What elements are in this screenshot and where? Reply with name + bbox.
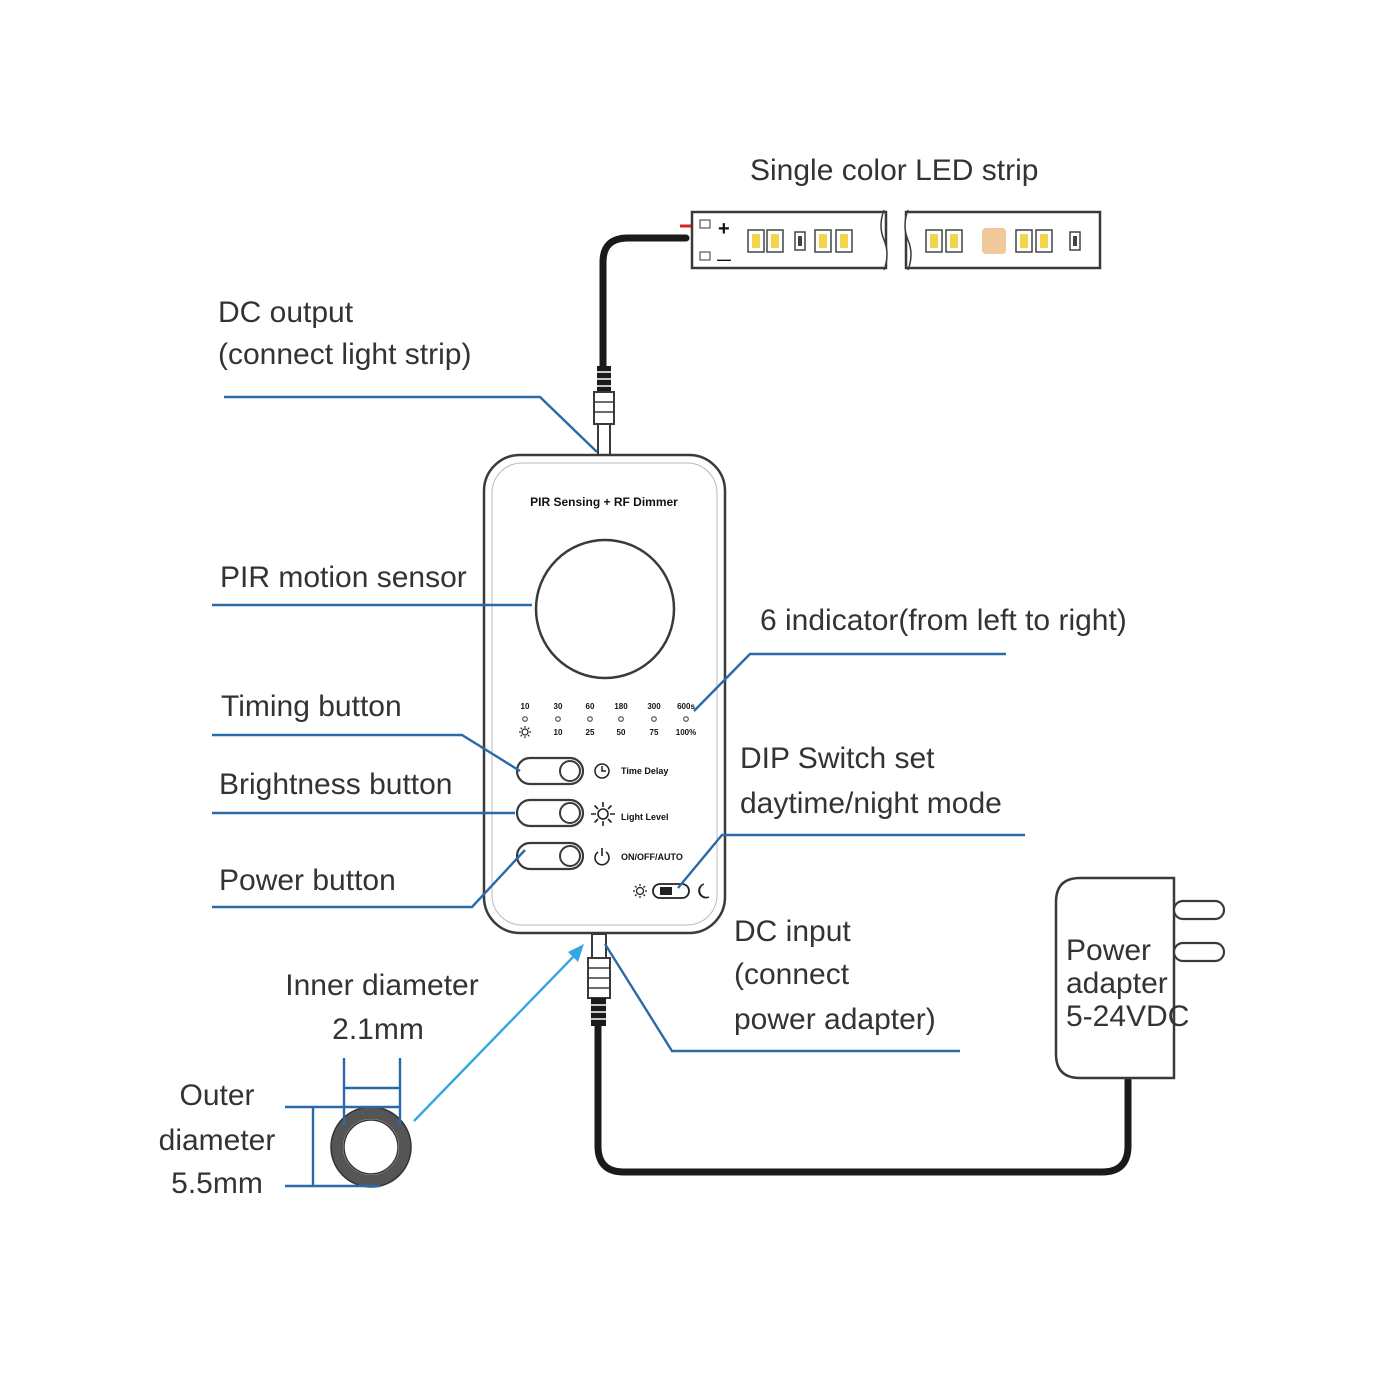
plug-prong xyxy=(1172,899,1226,921)
brightness-small-icon xyxy=(519,726,531,738)
clock-icon xyxy=(594,763,610,779)
power-button[interactable] xyxy=(515,841,585,871)
controller-body: PIR Sensing + RF Dimmer 10 30 60 180 300… xyxy=(482,453,727,935)
led-chip xyxy=(1020,234,1028,248)
power-button-leader xyxy=(212,849,526,909)
light-level-label: Light Level xyxy=(621,812,669,822)
level-label: 75 xyxy=(650,728,659,737)
time-label: 60 xyxy=(586,702,595,711)
dip-switch-label: DIP Switch set xyxy=(740,742,935,775)
indicator-led xyxy=(683,716,689,722)
brightness-button-label: Brightness button xyxy=(219,768,452,801)
adapter-label-2: adapter xyxy=(1066,967,1168,1000)
timing-button-label: Timing button xyxy=(221,690,402,723)
barrel-connector-section xyxy=(330,1106,412,1188)
time-label: 180 xyxy=(614,702,628,711)
level-label: 100% xyxy=(676,728,696,737)
strip-minus-label: — xyxy=(717,251,731,267)
inner-diameter-value: 2.1mm xyxy=(332,1013,424,1046)
dc-input-sublabel-2: power adapter) xyxy=(734,1003,936,1036)
adapter-label-1: Power xyxy=(1066,934,1151,967)
inner-diameter-dimension xyxy=(342,1058,402,1125)
indicator-led xyxy=(587,716,593,722)
level-label: 10 xyxy=(554,728,563,737)
outer-diameter-label-1: Outer xyxy=(179,1079,254,1112)
timing-button[interactable] xyxy=(515,756,585,786)
outer-diameter-dimension xyxy=(285,1105,400,1188)
dip-switch[interactable] xyxy=(652,883,690,899)
level-indicator-row: 10 25 50 75 100% xyxy=(519,726,696,738)
night-icon xyxy=(698,883,710,899)
led-chip xyxy=(752,234,760,248)
led-chip xyxy=(1040,234,1048,248)
indicator-leds xyxy=(522,716,689,722)
time-label: 600s xyxy=(677,702,695,711)
on-off-auto-label: ON/OFF/AUTO xyxy=(621,852,683,862)
day-icon xyxy=(633,884,647,898)
outer-diameter-value: 5.5mm xyxy=(171,1167,263,1200)
adapter-cable xyxy=(594,1022,1132,1176)
indicator-label: 6 indicator(from left to right) xyxy=(760,604,1127,637)
timing-button-leader xyxy=(212,733,521,773)
time-delay-label: Time Delay xyxy=(621,766,668,776)
strip-cable xyxy=(599,234,690,372)
cut-mark xyxy=(982,228,1006,254)
pir-sensor-lens xyxy=(534,538,676,680)
dip-switch-leader xyxy=(677,833,1025,889)
adapter-label-3: 5-24VDC xyxy=(1066,1000,1189,1033)
time-label: 10 xyxy=(521,702,530,711)
dc-input-leader xyxy=(603,943,960,1053)
pir-sensor-label: PIR motion sensor xyxy=(220,561,467,594)
indicator-leader xyxy=(693,652,1006,712)
level-label: 50 xyxy=(617,728,626,737)
brightness-button[interactable] xyxy=(515,798,585,828)
indicator-led xyxy=(651,716,657,722)
power-button-label: Power button xyxy=(219,864,396,897)
led-chip xyxy=(771,234,779,248)
indicator-led xyxy=(555,716,561,722)
dc-output-sublabel: (connect light strip) xyxy=(218,338,471,371)
barrel-arrow-line xyxy=(413,955,575,1122)
dc-output-connector xyxy=(593,366,615,457)
power-icon xyxy=(594,848,610,866)
indicator-led xyxy=(618,716,624,722)
arrow-head-icon xyxy=(568,944,584,962)
sun-icon xyxy=(591,802,615,826)
power-adapter: Power adapter 5-24VDC xyxy=(1054,876,1226,1080)
level-label: 25 xyxy=(586,728,595,737)
led-chip xyxy=(840,234,848,248)
dc-output-label: DC output xyxy=(218,296,354,329)
led-strip-label: Single color LED strip xyxy=(750,154,1038,187)
led-chip xyxy=(950,234,958,248)
time-label: 30 xyxy=(554,702,563,711)
strip-plus-label: + xyxy=(718,218,730,240)
indicator-led xyxy=(522,716,528,722)
plug-prong xyxy=(1172,941,1226,963)
led-chip xyxy=(930,234,938,248)
outer-diameter-label-2: diameter xyxy=(159,1124,276,1157)
controller-title: PIR Sensing + RF Dimmer xyxy=(530,495,678,509)
dip-switch-sublabel: daytime/night mode xyxy=(740,787,1002,820)
inner-diameter-label: Inner diameter xyxy=(285,969,478,1002)
led-strip: + — xyxy=(690,209,1102,271)
led-chip xyxy=(819,234,827,248)
time-label: 300 xyxy=(647,702,661,711)
time-indicator-row: 10 30 60 180 300 600s xyxy=(521,702,696,711)
dc-output-leader xyxy=(224,395,598,453)
dc-input-sublabel-1: (connect xyxy=(734,958,850,991)
dc-input-label: DC input xyxy=(734,915,851,948)
